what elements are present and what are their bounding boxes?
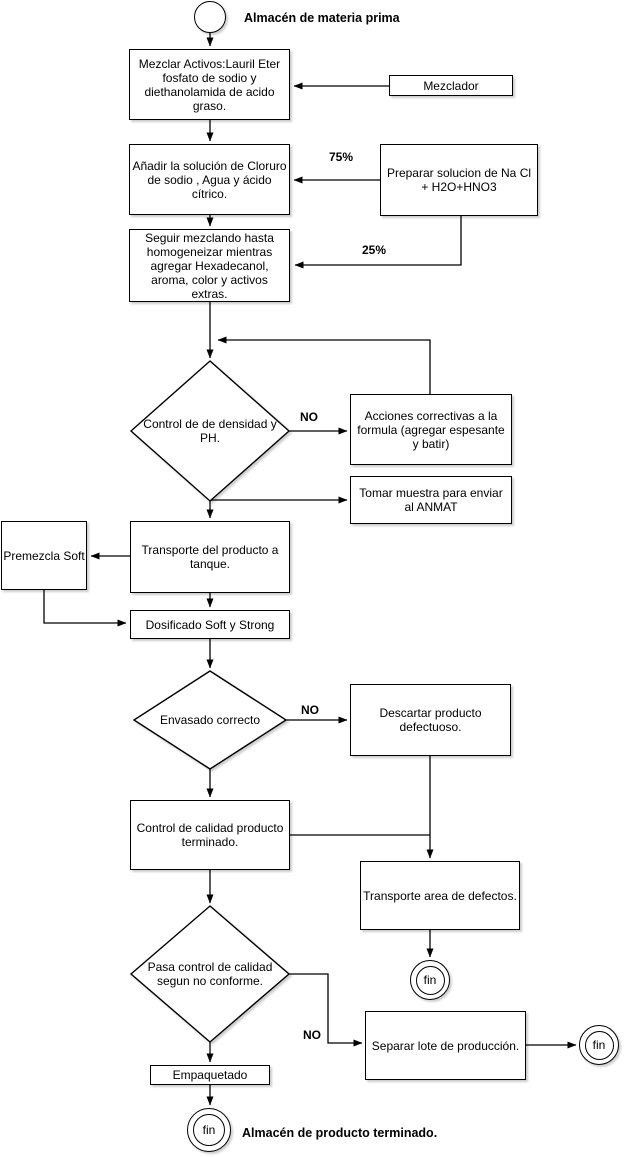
node-acciones-correctivas: Acciones correctivas a la formula (agreg… bbox=[350, 394, 512, 465]
node-transporte-tanque: Transporte del producto a tanque. bbox=[130, 521, 290, 593]
node-anadir-solucion: Añadir la solución de Cloruro de sodio ,… bbox=[129, 144, 290, 215]
edges bbox=[43, 33, 577, 1106]
edge-label-no-densidad: NO bbox=[300, 410, 318, 424]
annotation-end: Almacén de producto terminado. bbox=[242, 1126, 438, 1140]
node-premezcla-soft: Premezcla Soft bbox=[1, 521, 87, 590]
end-node-separar-label: fin bbox=[584, 1030, 614, 1060]
node-mezclador: Mezclador bbox=[389, 75, 513, 96]
node-mezclar-activos: Mezclar Activos:Lauril Eter fosfato de s… bbox=[129, 49, 290, 120]
end-node-final-label: fin bbox=[193, 1114, 225, 1146]
edge-pasa-no-separar bbox=[289, 973, 363, 1047]
node-separar-lote: Separar lote de producción. bbox=[365, 1011, 526, 1080]
edge-label-no-envasado: NO bbox=[301, 703, 319, 717]
node-preparar-solucion: Preparar solucion de Na Cl + H2O+HNO3 bbox=[380, 144, 538, 216]
edge-label-75: 75% bbox=[328, 150, 354, 164]
decision-control-densidad-label: Control de de densidad y PH. bbox=[143, 417, 277, 445]
end-node-final: fin bbox=[187, 1108, 231, 1152]
decision-envasado-label: Envasado correcto bbox=[159, 713, 261, 727]
node-dosificado: Dosificado Soft y Strong bbox=[130, 610, 290, 639]
node-empaquetado: Empaquetado bbox=[150, 1065, 270, 1085]
node-control-calidad: Control de calidad producto terminado. bbox=[130, 800, 290, 870]
node-tomar-muestra: Tomar muestra para enviar al ANMAT bbox=[350, 476, 512, 524]
edge-acciones-feedback bbox=[217, 336, 431, 394]
edge-label-25: 25% bbox=[361, 243, 387, 257]
node-seguir-mezclando: Seguir mezclando hasta homogeneizar mien… bbox=[129, 229, 290, 302]
decision-control-densidad bbox=[129, 360, 291, 502]
annotation-start: Almacén de materia prima bbox=[244, 11, 400, 25]
edge-premezcla-to-dosificado bbox=[43, 590, 127, 627]
edge-label-no-pasa: NO bbox=[303, 1028, 321, 1042]
end-node-defectos: fin bbox=[410, 960, 450, 1000]
start-node bbox=[194, 1, 226, 33]
node-descartar-producto: Descartar producto defectuoso. bbox=[350, 684, 511, 756]
end-node-separar: fin bbox=[579, 1025, 619, 1065]
node-transporte-defectos: Transporte area de defectos. bbox=[360, 861, 520, 930]
edge-preparar-to-seguir bbox=[294, 216, 462, 269]
decision-pasa-control bbox=[129, 905, 291, 1043]
decision-pasa-control-label: Pasa control de calidad segun no conform… bbox=[147, 960, 273, 988]
decision-envasado-correcto bbox=[132, 670, 288, 770]
end-node-defectos-label: fin bbox=[415, 965, 445, 995]
